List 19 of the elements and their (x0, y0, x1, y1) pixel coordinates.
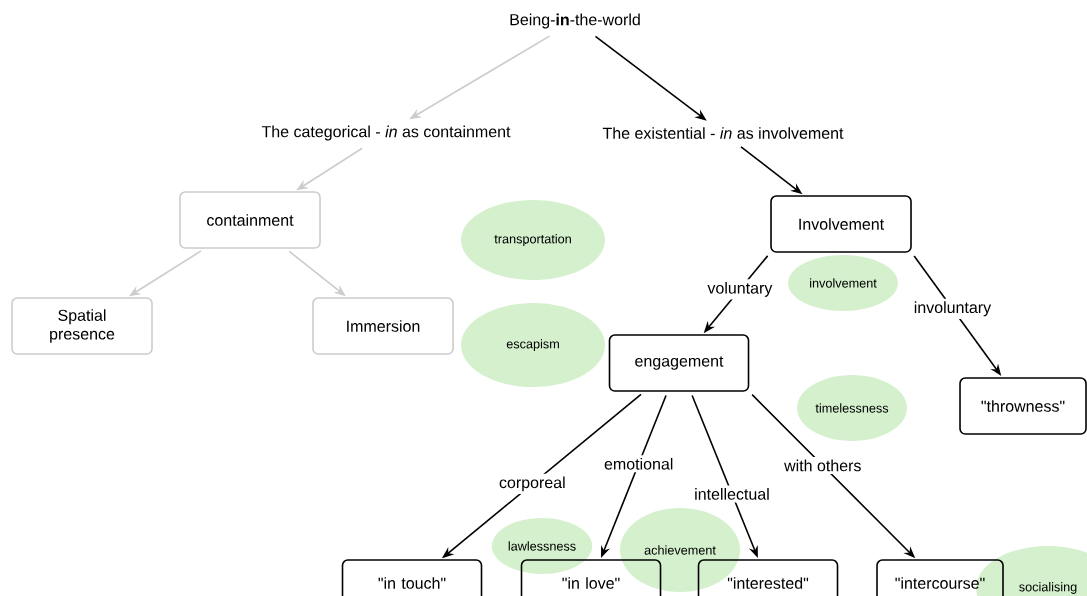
edge-label: intellectual (691, 485, 773, 503)
concept-box: "intercourse" (876, 559, 1004, 596)
edge-label: corporeal (496, 473, 569, 494)
concept-box: "in love" (520, 559, 662, 596)
concept-box: "throwness" (959, 377, 1087, 435)
heading-text: The categorical - in as containment (261, 125, 511, 141)
heading-text: The existential - in as involvement (602, 127, 844, 139)
concept-box: Immersion (312, 297, 454, 355)
heading-text: Being-in-the-world (510, 13, 640, 29)
concept-box: Involvement (770, 195, 912, 253)
edge-label: voluntary (704, 279, 775, 300)
concept-box: "in touch" (341, 559, 483, 596)
edge-label: emotional (601, 455, 677, 473)
concept-box: containment (179, 191, 321, 249)
concept-box: "interested" (697, 559, 839, 596)
concept-box: engagement (608, 334, 750, 392)
edge-label: involuntary (911, 298, 994, 319)
concept-box: Spatial presence (11, 297, 153, 355)
edge-label: with others (781, 456, 865, 474)
